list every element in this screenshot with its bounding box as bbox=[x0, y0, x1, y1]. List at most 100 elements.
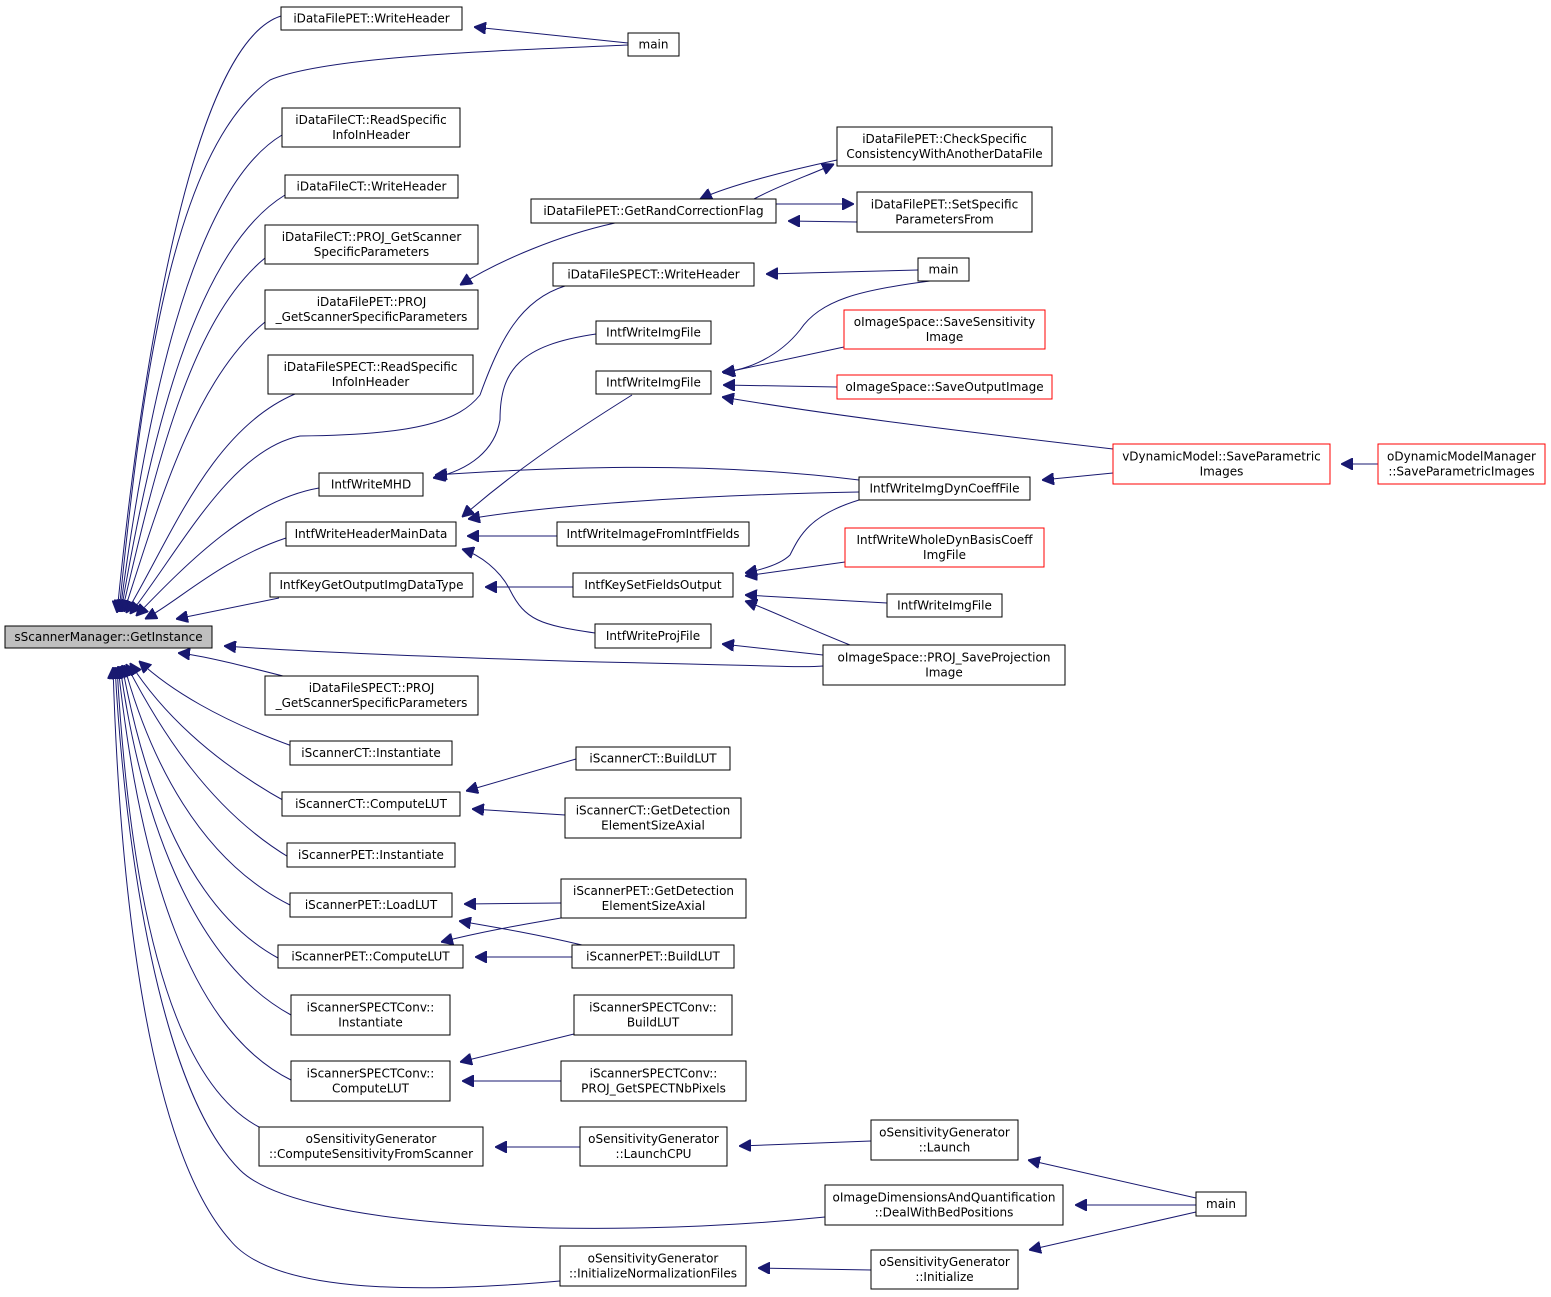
call-node[interactable]: main bbox=[627, 32, 680, 57]
call-node[interactable]: IntfWriteImgDynCoeffFile bbox=[858, 476, 1031, 501]
edge-n2-to-root bbox=[119, 44, 629, 612]
node-box bbox=[595, 370, 712, 395]
call-node[interactable]: iDataFileSPECT::WriteHeader bbox=[552, 262, 755, 287]
edge-n1-to-root bbox=[117, 15, 282, 613]
call-node[interactable]: main bbox=[1195, 1191, 1247, 1217]
call-node[interactable]: IntfWriteImgFile bbox=[886, 593, 1003, 618]
call-node[interactable]: iScannerSPECTConv::PROJ_GetSPECTNbPixels bbox=[560, 1060, 747, 1102]
node-label: iScannerCT::GetDetection bbox=[576, 804, 731, 818]
node-label: iDataFileCT::PROJ_GetScanner bbox=[282, 230, 462, 244]
call-node[interactable]: oSensitivityGenerator::Initialize bbox=[870, 1249, 1019, 1290]
edge-n49-to-n48 bbox=[758, 1268, 872, 1270]
call-node[interactable]: iScannerSPECTConv::Instantiate bbox=[290, 994, 451, 1036]
call-node[interactable]: IntfKeyGetOutputImgDataType bbox=[269, 572, 474, 598]
node-label: BuildLUT bbox=[627, 1016, 680, 1030]
call-node[interactable]: vDynamicModel::SaveParametricImages bbox=[1112, 443, 1331, 485]
node-box bbox=[1112, 443, 1331, 485]
node-label: SpecificParameters bbox=[314, 245, 429, 259]
edge-n9-to-n7 bbox=[788, 221, 858, 222]
node-box bbox=[290, 1060, 451, 1102]
edge-n27-to-n20 bbox=[462, 549, 596, 634]
call-node[interactable]: oSensitivityGenerator::InitializeNormali… bbox=[559, 1245, 747, 1287]
node-box bbox=[290, 994, 451, 1036]
node-label: iDataFileSPECT::WriteHeader bbox=[567, 268, 739, 282]
node-label: iScannerPET::BuildLUT bbox=[586, 950, 720, 964]
edge-n3-to-root bbox=[120, 134, 283, 612]
root-node[interactable]: sScannerManager::GetInstance bbox=[4, 625, 213, 649]
edge-layer bbox=[113, 15, 1378, 1289]
edge-n33-to-n32 bbox=[472, 809, 566, 815]
edge-n2-to-n1 bbox=[474, 27, 629, 44]
call-node[interactable]: IntfWriteMHD bbox=[318, 472, 424, 497]
edge-n30-to-root bbox=[139, 661, 293, 747]
node-label: IntfKeySetFieldsOutput bbox=[584, 578, 721, 592]
node-label: IntfKeyGetOutputImgDataType bbox=[280, 578, 464, 592]
node-label: ElementSizeAxial bbox=[602, 899, 706, 913]
call-node[interactable]: iScannerPET::ComputeLUT bbox=[277, 944, 464, 969]
node-box bbox=[564, 797, 742, 839]
call-node[interactable]: oImageDimensionsAndQuantification::DealW… bbox=[824, 1184, 1064, 1226]
edge-n17-to-n15 bbox=[723, 385, 838, 387]
call-node[interactable]: iScannerSPECTConv::ComputeLUT bbox=[290, 1060, 451, 1102]
edge-n39-to-root bbox=[120, 666, 292, 1016]
call-node[interactable]: oDynamicModelManager::SaveParametricImag… bbox=[1377, 443, 1546, 485]
call-node[interactable]: oSensitivityGenerator::LaunchCPU bbox=[579, 1126, 728, 1167]
call-node[interactable]: iDataFileCT::WriteHeader bbox=[284, 174, 459, 199]
node-label: iScannerPET::LoadLUT bbox=[305, 898, 438, 912]
node-label: iScannerSPECTConv:: bbox=[590, 1067, 718, 1081]
call-node[interactable]: iDataFileCT::PROJ_GetScannerSpecificPara… bbox=[264, 224, 479, 265]
call-node[interactable]: iScannerPET::LoadLUT bbox=[289, 892, 453, 918]
node-label: sScannerManager::GetInstance bbox=[14, 630, 202, 644]
node-box bbox=[318, 472, 424, 497]
edge-n38-to-n36 bbox=[459, 921, 583, 946]
node-label: main bbox=[1206, 1197, 1236, 1211]
call-node[interactable]: iScannerPET::BuildLUT bbox=[571, 944, 735, 969]
call-node[interactable]: IntfWriteImgFile bbox=[595, 370, 712, 395]
node-label: iDataFileSPECT::ReadSpecific bbox=[284, 360, 458, 374]
call-node[interactable]: iScannerPET::Instantiate bbox=[286, 842, 456, 868]
node-box bbox=[572, 572, 734, 598]
node-box bbox=[269, 572, 474, 598]
node-box bbox=[843, 309, 1046, 350]
call-node[interactable]: oSensitivityGenerator::Launch bbox=[870, 1119, 1019, 1161]
call-node[interactable]: IntfWriteHeaderMainData bbox=[285, 521, 457, 547]
node-box bbox=[824, 1184, 1064, 1226]
node-label: IntfWriteProjFile bbox=[606, 629, 700, 643]
edge-n31-to-n32 bbox=[466, 758, 577, 791]
call-node[interactable]: iScannerPET::GetDetectionElementSizeAxia… bbox=[560, 878, 747, 919]
node-label: IntfWriteImageFromIntfFields bbox=[566, 527, 739, 541]
call-node[interactable]: oSensitivityGenerator::ComputeSensitivit… bbox=[258, 1126, 484, 1167]
call-node[interactable]: iDataFilePET::GetRandCorrectionFlag bbox=[530, 198, 777, 224]
node-box bbox=[1195, 1191, 1247, 1217]
node-label: oSensitivityGenerator bbox=[879, 1126, 1010, 1140]
node-label: PROJ_GetSPECTNbPixels bbox=[581, 1082, 726, 1096]
call-node[interactable]: IntfKeySetFieldsOutput bbox=[572, 572, 734, 598]
node-label: IntfWriteHeaderMainData bbox=[295, 527, 448, 541]
call-node[interactable]: iDataFilePET::PROJ_GetScannerSpecificPar… bbox=[264, 289, 479, 330]
edge-n34-to-root bbox=[126, 664, 291, 859]
call-node[interactable]: iDataFilePET::WriteHeader bbox=[280, 6, 463, 31]
call-node[interactable]: iDataFilePET::CheckSpecificConsistencyWi… bbox=[836, 126, 1053, 167]
node-label: _GetScannerSpecificParameters bbox=[275, 696, 468, 710]
node-box bbox=[285, 521, 457, 547]
node-label: oSensitivityGenerator bbox=[588, 1252, 719, 1266]
call-node[interactable]: IntfWriteProjFile bbox=[594, 623, 712, 649]
call-node[interactable]: IntfWriteImgFile bbox=[595, 320, 712, 345]
call-node[interactable]: iDataFileSPECT::PROJ_GetScannerSpecificP… bbox=[264, 675, 479, 716]
call-node[interactable]: oImageSpace::SaveOutputImage bbox=[836, 374, 1053, 400]
call-node[interactable]: iScannerCT::BuildLUT bbox=[575, 746, 731, 771]
call-node[interactable]: main bbox=[917, 257, 970, 282]
call-node[interactable]: iScannerCT::ComputeLUT bbox=[281, 791, 461, 817]
call-node[interactable]: iScannerSPECTConv::BuildLUT bbox=[573, 994, 733, 1036]
call-node[interactable]: IntfWriteImageFromIntfFields bbox=[556, 521, 750, 547]
call-node[interactable]: iScannerCT::Instantiate bbox=[289, 740, 453, 766]
node-box bbox=[870, 1119, 1019, 1161]
node-label: iScannerCT::Instantiate bbox=[301, 746, 440, 760]
